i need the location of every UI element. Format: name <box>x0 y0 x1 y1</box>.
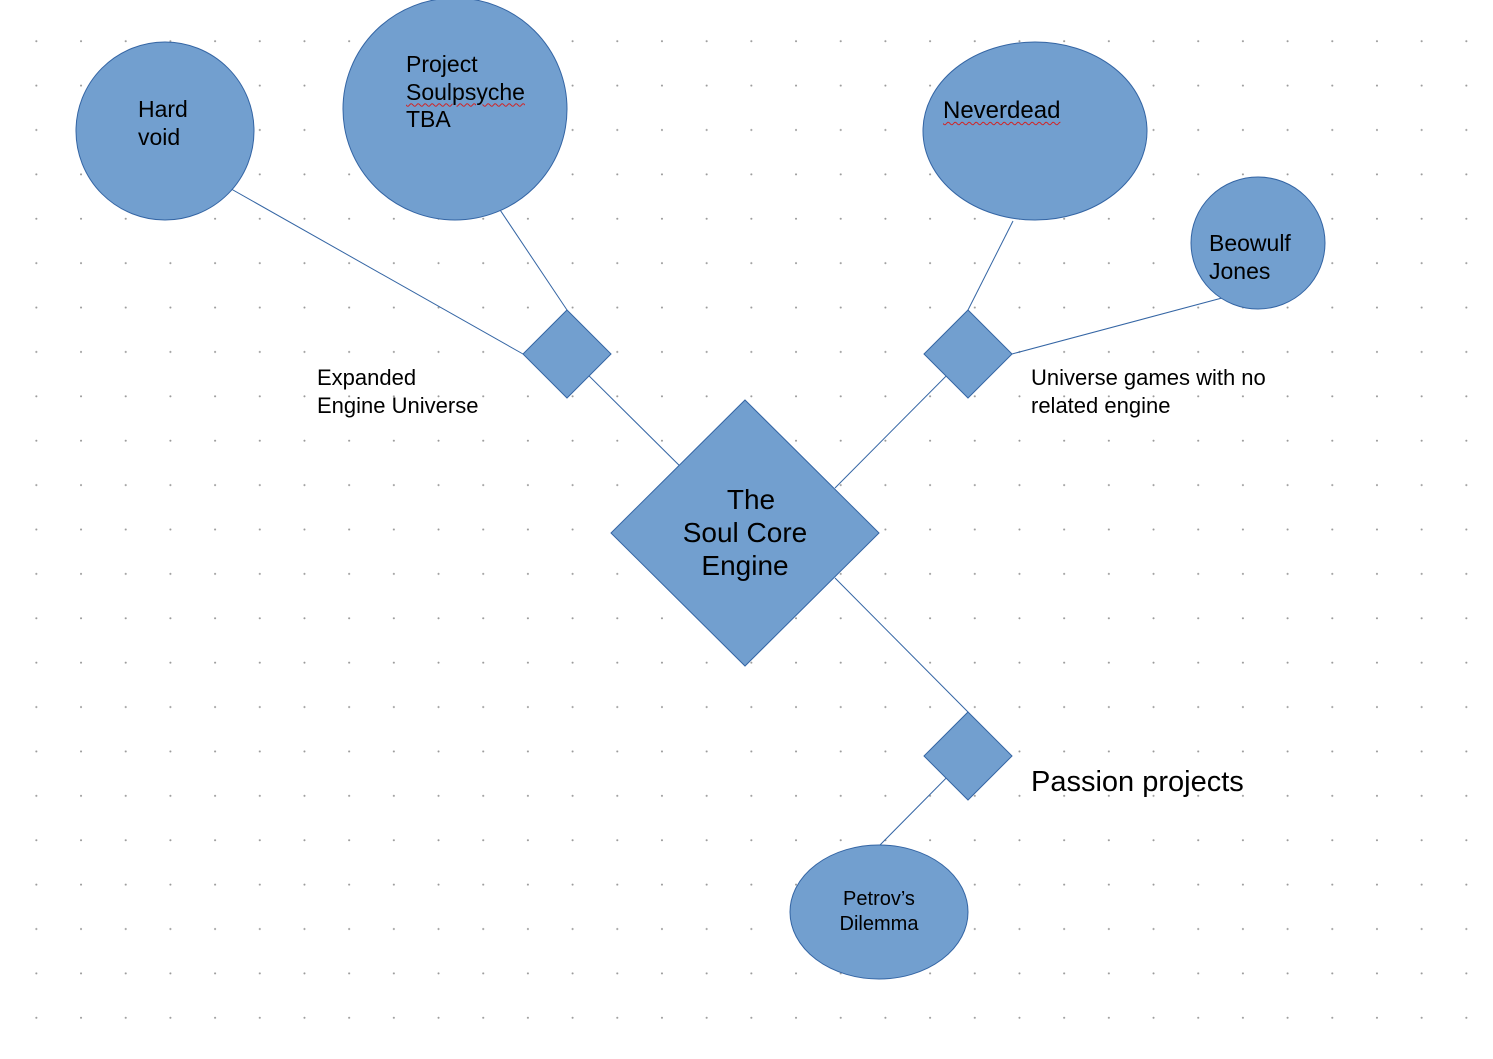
label-soulpsyche-line3: TBA <box>406 106 451 132</box>
label-universe-line2: related engine <box>1031 393 1171 418</box>
diamond-passion-projects[interactable] <box>923 711 1013 801</box>
label-petrovs-dilemma: Petrov’s Dilemma <box>829 887 929 937</box>
label-hard-void: Hard void <box>138 95 188 151</box>
label-project-soulpsyche: Project Soulpsyche TBA <box>406 51 525 134</box>
label-center-engine: The Soul Core Engine <box>665 483 825 582</box>
node-neverdead[interactable] <box>922 41 1148 221</box>
node-project-soulpsyche[interactable] <box>342 0 568 221</box>
label-hard-void-line1: Hard <box>138 96 188 122</box>
label-neverdead: Neverdead <box>943 97 1060 125</box>
connector-neverdead <box>967 220 1014 311</box>
label-beowulf-jones: Beowulf Jones <box>1209 229 1291 285</box>
label-center-line3: Engine <box>701 550 789 581</box>
label-center-line2: Soul Core <box>682 517 808 548</box>
label-soulpsyche-line1: Project <box>406 51 478 77</box>
label-universe-line1: Universe games with no <box>1031 365 1266 390</box>
label-petrov-line1: Petrov’s <box>843 888 915 910</box>
label-expanded-line2: Engine Universe <box>317 393 479 418</box>
label-beowulf-line1: Beowulf <box>1209 230 1291 256</box>
label-passion-line1: Passion projects <box>1031 766 1244 798</box>
label-soulpsyche-line2: Soulpsyche <box>406 78 525 105</box>
label-neverdead-line1: Neverdead <box>943 97 1061 124</box>
label-hard-void-line2: void <box>138 124 181 150</box>
diamond-universe-games[interactable] <box>923 309 1013 399</box>
connector-hard-void <box>209 176 524 355</box>
connector-beowulf <box>1011 293 1238 355</box>
node-center-engine[interactable] <box>610 399 880 667</box>
label-petrov-line2: Dilemma <box>839 913 919 935</box>
label-center-line1: The <box>726 484 776 515</box>
node-beowulf-jones[interactable] <box>1190 176 1326 310</box>
node-hard-void[interactable] <box>75 41 255 221</box>
label-expanded-line1: Expanded <box>317 365 417 390</box>
diamond-expanded-engine-universe[interactable] <box>522 309 612 399</box>
label-beowulf-line2: Jones <box>1209 258 1271 284</box>
node-petrovs-dilemma[interactable] <box>789 844 969 980</box>
label-expanded-engine-universe: Expanded Engine Universe <box>317 364 478 420</box>
label-passion-projects: Passion projects <box>1031 765 1244 799</box>
label-universe-games: Universe games with no related engine <box>1031 364 1266 420</box>
connector-center-passion <box>834 577 969 713</box>
